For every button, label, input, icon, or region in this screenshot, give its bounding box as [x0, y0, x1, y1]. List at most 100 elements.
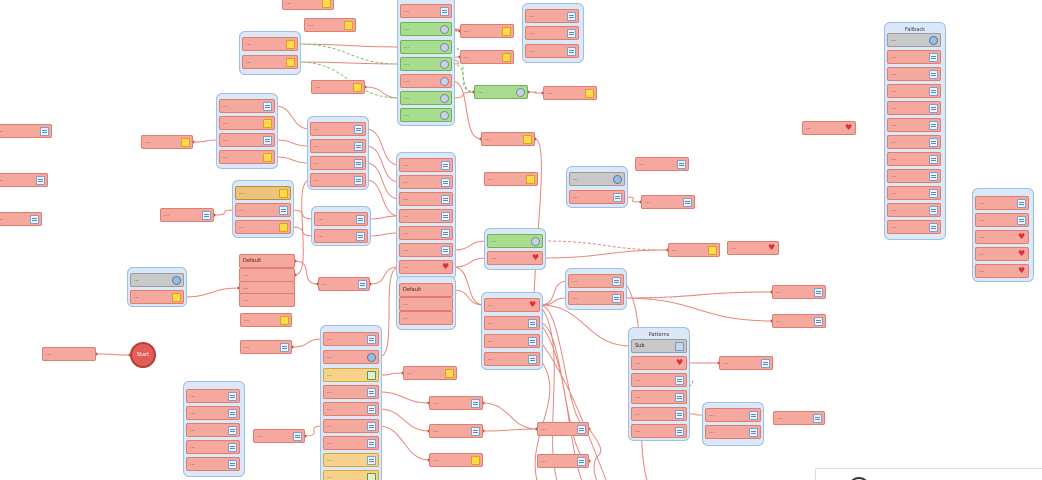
workflow-node[interactable]: … [323, 419, 379, 433]
workflow-node[interactable]: … [975, 196, 1029, 210]
workflow-node[interactable]: … [318, 277, 370, 291]
workflow-node[interactable]: … [323, 368, 379, 382]
workflow-node[interactable]: … [0, 173, 48, 187]
workflow-node[interactable]: … [631, 424, 687, 438]
workflow-node[interactable]: … [399, 260, 453, 274]
workflow-node[interactable]: … [887, 169, 941, 183]
workflow-node[interactable]: … [400, 22, 452, 36]
workflow-node[interactable]: … [186, 406, 240, 420]
workflow-node[interactable]: … [487, 251, 543, 265]
workflow-node[interactable]: … [399, 243, 453, 257]
workflow-node[interactable]: … [314, 229, 368, 243]
workflow-node[interactable]: … [641, 195, 695, 209]
workflow-node[interactable]: … [282, 0, 334, 10]
start-event-node[interactable]: Start Event [130, 342, 156, 380]
workflow-node[interactable]: … [186, 457, 240, 471]
workflow-node[interactable]: … [141, 135, 193, 149]
workflow-node[interactable]: … [186, 389, 240, 403]
workflow-node[interactable]: … [323, 402, 379, 416]
workflow-node[interactable]: … [242, 37, 298, 51]
workflow-node[interactable]: … [525, 9, 579, 23]
workflow-node[interactable]: … [219, 133, 275, 147]
workflow-node[interactable]: … [631, 390, 687, 404]
workflow-node[interactable]: … [975, 247, 1029, 261]
workflow-node[interactable]: … [705, 408, 761, 422]
workflow-node[interactable]: … [635, 157, 689, 171]
workflow-node[interactable]: … [310, 156, 366, 170]
workflow-node[interactable]: … [474, 85, 528, 99]
workflow-node[interactable]: … [802, 121, 856, 135]
workflow-node[interactable]: … [887, 152, 941, 166]
workflow-node[interactable]: … [400, 74, 452, 88]
workflow-node[interactable]: … [537, 422, 589, 436]
workflow-node[interactable]: … [130, 273, 184, 287]
workflow-node[interactable]: … [323, 385, 379, 399]
workflow-node[interactable]: Default [239, 254, 295, 268]
workflow-node[interactable]: … [219, 116, 275, 130]
workflow-node[interactable]: … [235, 220, 291, 234]
workflow-node[interactable]: … [887, 186, 941, 200]
workflow-node[interactable]: … [460, 24, 514, 38]
workflow-node[interactable]: … [239, 293, 295, 307]
workflow-node[interactable]: … [727, 241, 779, 255]
workflow-node[interactable]: … [975, 264, 1029, 278]
workflow-node[interactable]: … [537, 454, 589, 468]
workflow-node[interactable]: … [399, 209, 453, 223]
workflow-node[interactable]: … [323, 470, 379, 480]
workflow-node[interactable]: … [484, 316, 540, 330]
workflow-node[interactable]: … [631, 373, 687, 387]
workflow-node[interactable]: … [242, 55, 298, 69]
workflow-node[interactable]: … [310, 122, 366, 136]
workflow-node[interactable]: … [484, 352, 540, 366]
workflow-node[interactable]: … [399, 297, 453, 311]
workflow-node[interactable]: … [429, 424, 483, 438]
workflow-node[interactable]: … [772, 314, 826, 328]
workflow-node[interactable]: … [887, 220, 941, 234]
workflow-node[interactable]: … [705, 425, 761, 439]
workflow-node[interactable]: … [569, 190, 625, 204]
workflow-node[interactable]: … [400, 40, 452, 54]
workflow-node[interactable]: … [484, 298, 540, 312]
workflow-node[interactable]: … [719, 356, 773, 370]
workflow-node[interactable]: Sub [631, 339, 687, 353]
workflow-node[interactable]: … [568, 291, 624, 305]
workflow-node[interactable]: … [429, 453, 483, 467]
workflow-node[interactable]: … [887, 135, 941, 149]
workflow-node[interactable]: … [160, 208, 214, 222]
workflow-node[interactable]: … [239, 268, 295, 282]
workflow-node[interactable]: … [400, 4, 452, 18]
workflow-node[interactable]: … [130, 290, 184, 304]
workflow-node[interactable]: … [42, 347, 96, 361]
workflow-node[interactable]: … [887, 50, 941, 64]
workflow-node[interactable]: … [569, 172, 625, 186]
workflow-node[interactable]: … [887, 33, 941, 47]
workflow-node[interactable]: … [399, 158, 453, 172]
workflow-node[interactable]: … [484, 172, 538, 186]
workflow-node[interactable]: … [887, 118, 941, 132]
workflow-node[interactable]: … [403, 366, 457, 380]
workflow-node[interactable]: … [525, 44, 579, 58]
workflow-node[interactable]: … [186, 440, 240, 454]
workflow-node[interactable]: … [668, 243, 720, 257]
workflow-node[interactable]: … [400, 57, 452, 71]
workflow-node[interactable]: … [975, 213, 1029, 227]
workflow-node[interactable]: … [399, 175, 453, 189]
workflow-node[interactable]: … [400, 91, 452, 105]
workflow-node[interactable]: … [240, 313, 292, 327]
workflow-node[interactable]: … [240, 340, 292, 354]
workflow-node[interactable]: … [0, 124, 52, 138]
workflow-node[interactable]: … [887, 67, 941, 81]
workflow-node[interactable]: … [186, 423, 240, 437]
workflow-node[interactable]: … [543, 86, 597, 100]
workflow-node[interactable]: … [399, 311, 453, 325]
workflow-node[interactable]: … [460, 50, 514, 64]
workflow-node[interactable]: … [773, 411, 825, 425]
workflow-node[interactable]: … [887, 101, 941, 115]
workflow-node[interactable]: … [568, 274, 624, 288]
workflow-node[interactable]: … [323, 350, 379, 364]
workflow-node[interactable]: … [310, 139, 366, 153]
workflow-node[interactable]: … [525, 26, 579, 40]
workflow-node[interactable]: … [481, 132, 535, 146]
workflow-node[interactable]: … [399, 192, 453, 206]
workflow-node[interactable]: … [235, 203, 291, 217]
